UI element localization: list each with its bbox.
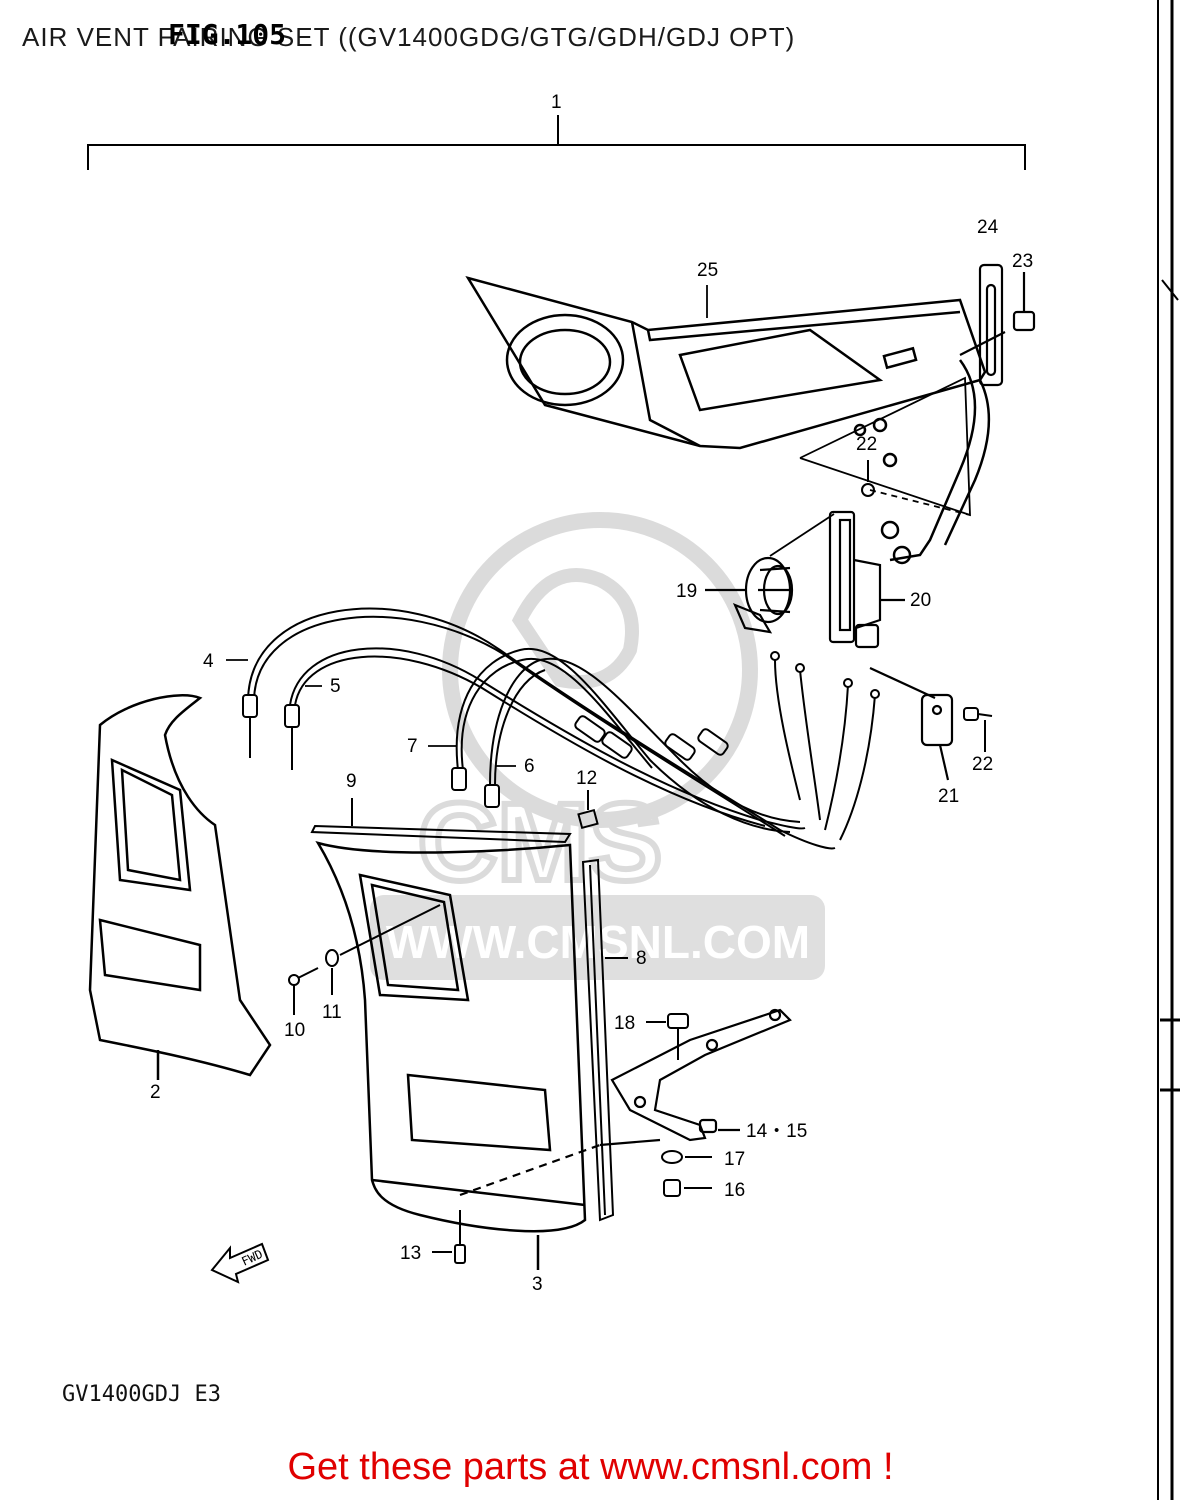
callout-9: 9 [346, 771, 357, 792]
diagram-title: AIR VENT FAIRING SET ((GV1400GDG/GTG/GDH… [22, 22, 796, 52]
part-11-washer [325, 904, 441, 995]
callout-19: 19 [676, 581, 697, 602]
promo-link-text[interactable]: Get these parts at www.cmsnl.com ! [287, 1446, 894, 1488]
callout-4: 4 [203, 651, 214, 672]
part-23-clip [1012, 272, 1036, 332]
page-edge-marks [1157, 0, 1180, 1500]
callout-16: 16 [724, 1180, 745, 1201]
part-22-screw-upper [861, 460, 875, 497]
part-19-knob [705, 556, 794, 634]
part-22-screw-lower [963, 707, 993, 752]
cms-watermark: WWW.CMSNL.COM CMS [370, 512, 825, 980]
guide-lines-upper [769, 376, 971, 557]
watermark-url: WWW.CMSNL.COM [386, 916, 810, 968]
callout-7: 7 [407, 736, 418, 757]
cable-ends [242, 651, 880, 808]
kit-bracket [87, 115, 1026, 170]
callout-6: 6 [524, 756, 535, 777]
callout-labels: 1 2 3 4 5 6 7 8 9 10 11 12 13 14・15 16 1… [150, 92, 1033, 1295]
part-13-screw [432, 1210, 466, 1264]
callout-1: 1 [551, 92, 562, 113]
callout-14-15: 14・15 [746, 1121, 807, 1142]
part-21-plate [869, 667, 954, 781]
part-18-nut [646, 1013, 689, 1060]
callout-11: 11 [322, 1002, 342, 1023]
part-16-bolt [663, 1179, 712, 1197]
figure-number: FIG.105 [168, 18, 287, 51]
callout-13: 13 [400, 1243, 421, 1264]
callout-18: 18 [614, 1013, 635, 1034]
part-14-stay [459, 1008, 792, 1197]
leader-lines [226, 285, 708, 767]
callout-3: 3 [532, 1274, 543, 1295]
part-17-washer [661, 1150, 712, 1164]
callout-10: 10 [284, 1020, 305, 1041]
callout-17: 17 [724, 1149, 745, 1170]
part-2-outer-vent [88, 694, 272, 1080]
callout-25: 25 [697, 260, 718, 281]
fwd-arrow: FWD [210, 1242, 270, 1284]
part-25-bracket [465, 275, 991, 565]
callout-22-upper: 22 [856, 434, 877, 455]
part-9-seal [310, 798, 572, 844]
watermark-brand: CMS [418, 781, 662, 904]
callout-22-lower: 22 [972, 754, 993, 775]
callout-23: 23 [1012, 251, 1033, 272]
model-code: GV1400GDJ E3 [62, 1382, 221, 1407]
part-20-lever-unit [828, 510, 905, 649]
part-8-strip [581, 858, 628, 1222]
callout-12: 12 [576, 768, 597, 789]
part-24-plate [959, 263, 1006, 387]
callout-8: 8 [636, 948, 647, 969]
callout-20: 20 [910, 590, 931, 611]
part-10-screw [288, 967, 319, 1015]
callout-21: 21 [938, 786, 959, 807]
part-12-clip [577, 790, 599, 830]
callout-2: 2 [150, 1082, 161, 1103]
callout-5: 5 [330, 676, 341, 697]
callout-24: 24 [977, 217, 999, 238]
